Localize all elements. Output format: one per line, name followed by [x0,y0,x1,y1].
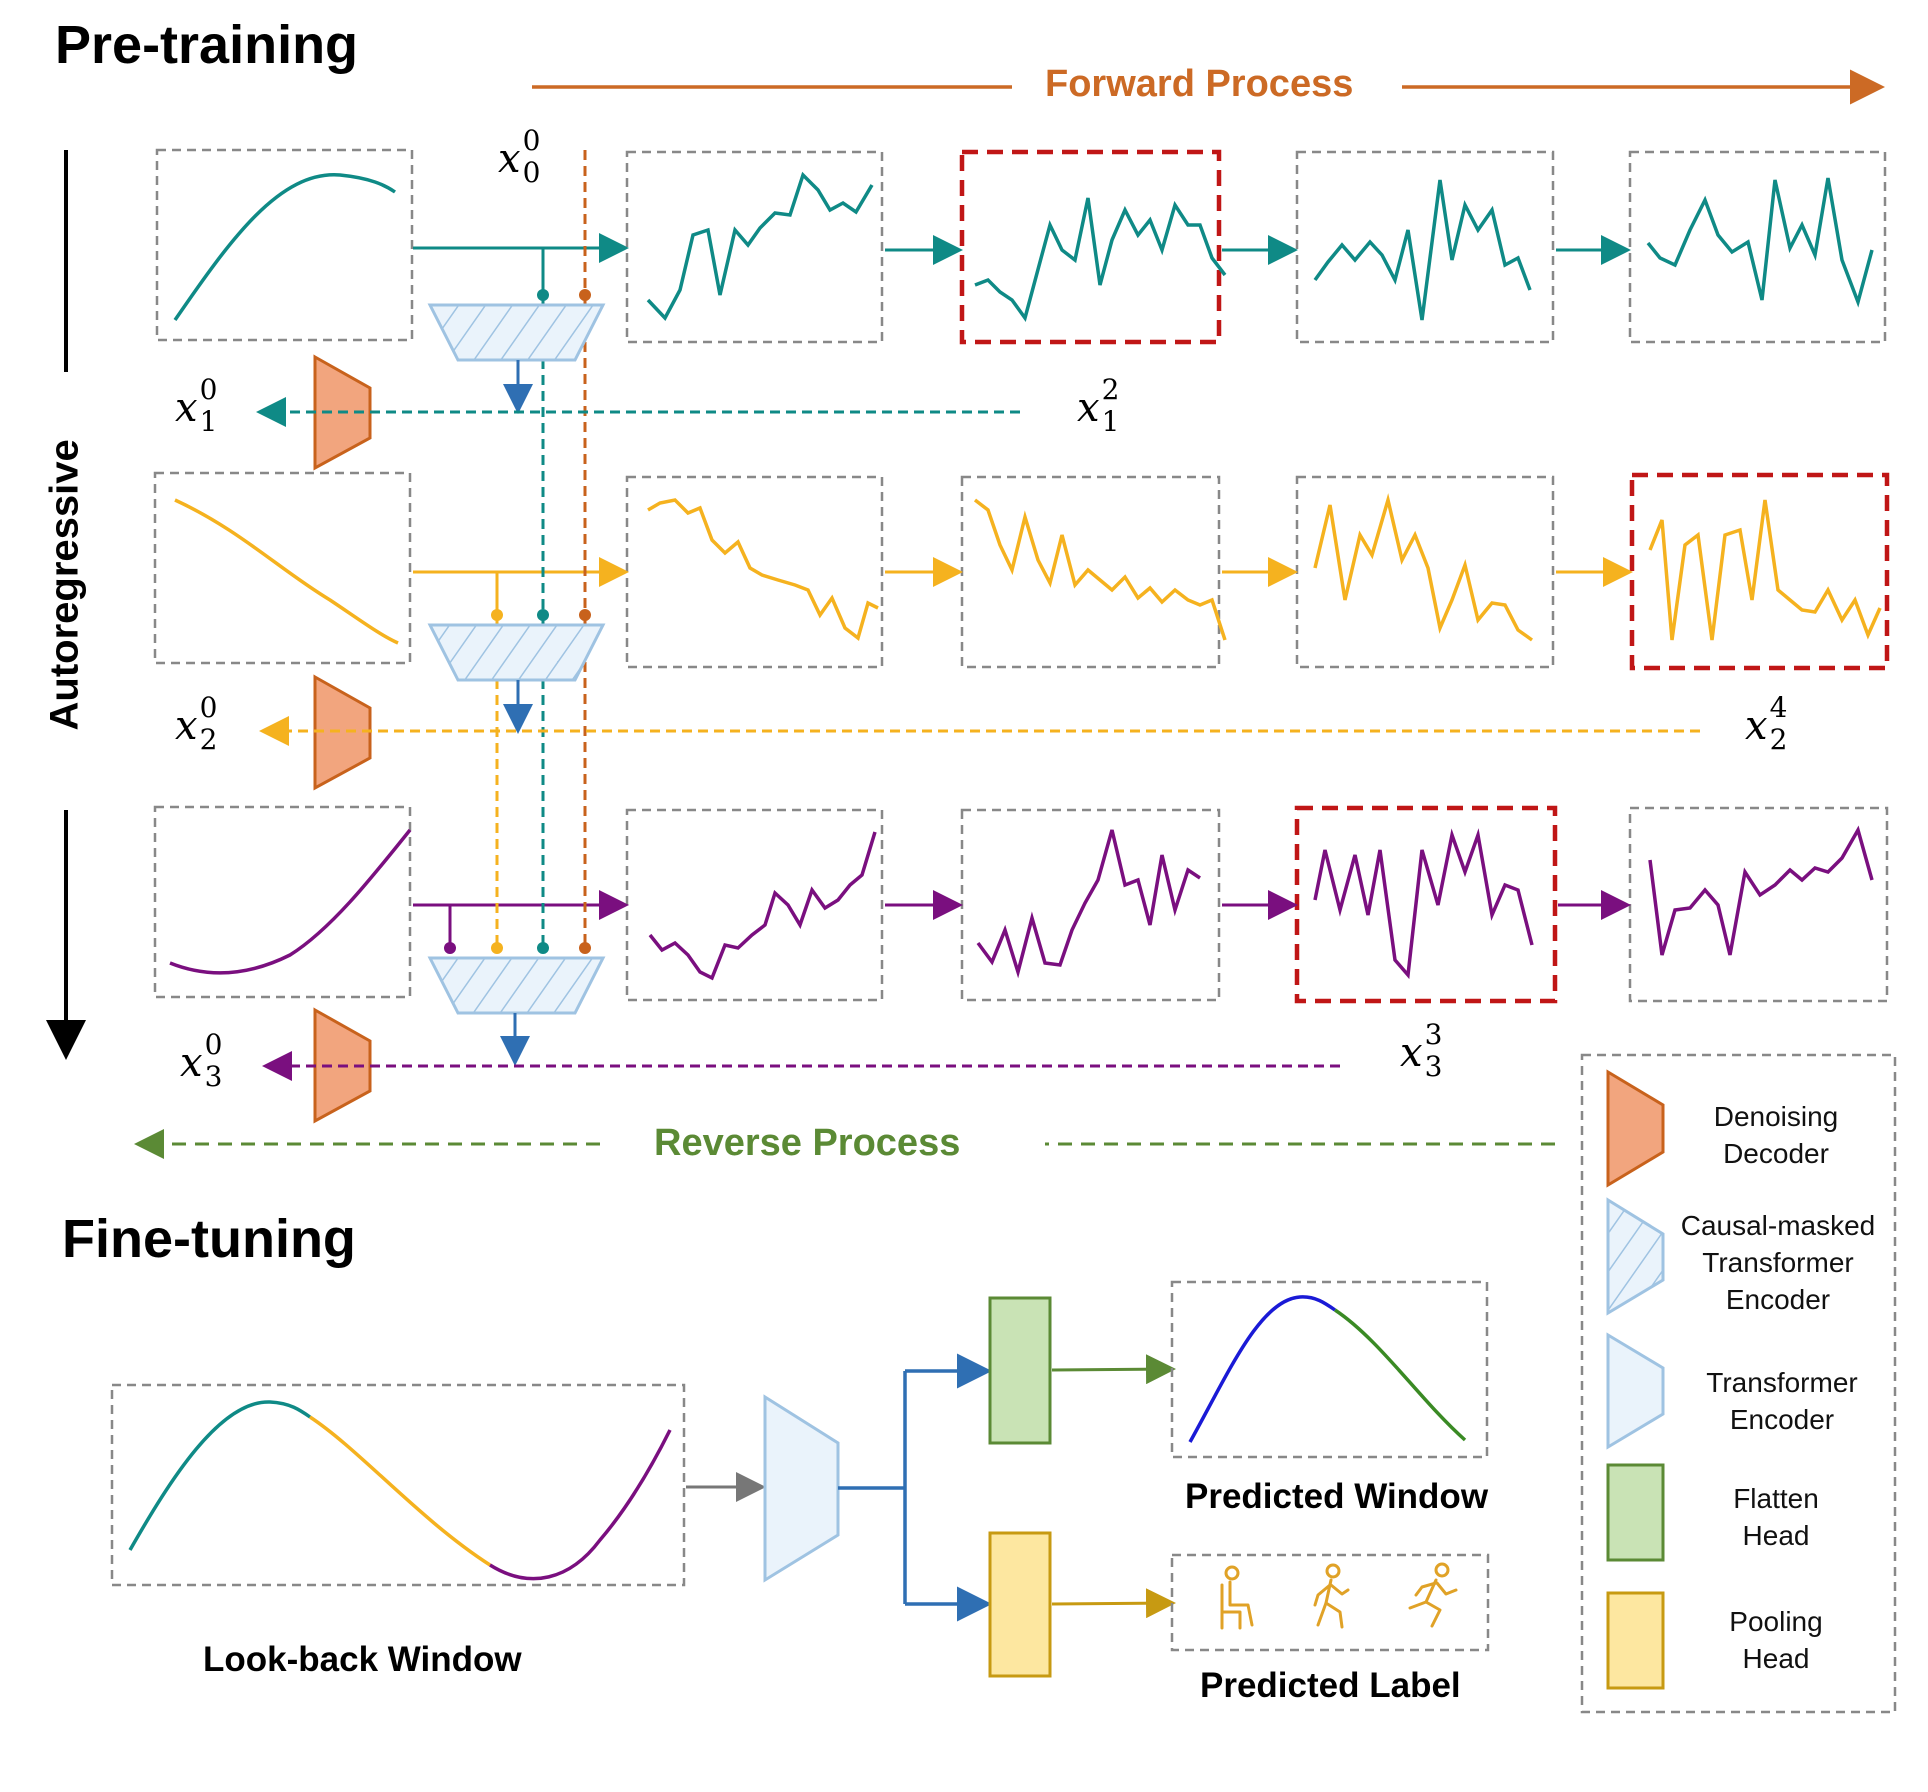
row3-window-4 [1628,806,1889,1003]
predicted-label-box [1170,1553,1490,1652]
encoder-branch-arrows [838,1353,992,1622]
predicted-window [1170,1280,1489,1459]
legend [1580,1053,1897,1714]
autoregressive-label: Autoregressive [42,439,87,731]
causal-encoder-row2 [427,623,606,734]
finetuning-title: Fine-tuning [62,1209,356,1269]
causal-encoder-row1 [427,303,606,414]
row1-input-window [155,148,414,342]
predicted-label-label: Predicted Label [1200,1666,1461,1705]
lookback-window-label: Look-back Window [203,1640,522,1679]
legend-transformer-encoder-shape [1606,1332,1665,1450]
row1-window-4 [1628,150,1887,344]
walking-person-icon [1313,1563,1350,1629]
transformer-encoder [763,1394,840,1583]
pooling-head [988,1531,1052,1678]
row1-window-1 [625,150,884,344]
legend-pooling-head-shape [1606,1591,1665,1690]
flatten-head [988,1296,1052,1445]
reverse-row-arrows [256,397,1700,1081]
running-person-icon [1408,1562,1458,1628]
row1-window-3 [1295,150,1555,344]
sitting-person-icon [1220,1565,1254,1630]
row2-input-window [153,471,412,665]
forward-process-label: Forward Process [1045,63,1354,105]
legend-causal-encoder-shape [1606,1197,1665,1316]
row1-window-2-highlight [959,149,1222,345]
row2-window-4-highlight [1629,472,1890,671]
row3-window-1 [625,808,884,1002]
lookback-window [110,1383,686,1587]
predicted-window-label: Predicted Window [1185,1477,1489,1516]
legend-decoder-shape [1606,1069,1665,1188]
reverse-process-label: Reverse Process [654,1122,961,1164]
flatten-to-window-arrow [1051,1354,1176,1385]
row2-window-3 [1295,475,1555,669]
row3-window-2 [960,808,1221,1002]
causal-encoder-row3 [427,956,606,1066]
row3-windows [153,805,1889,1004]
row3-input-window [153,805,412,999]
vertical-dashed-connectors [444,150,591,954]
decoder-row2 [313,674,372,791]
legend-flatten-head-shape [1606,1463,1665,1562]
row1-forward-arrows [413,233,1631,265]
pretraining-title: Pre-training [55,15,359,75]
row1-windows [155,148,1887,345]
row3-window-3-highlight [1294,805,1558,1004]
pooling-to-label-arrow [1051,1588,1176,1619]
denoising-decoders [313,354,372,1124]
